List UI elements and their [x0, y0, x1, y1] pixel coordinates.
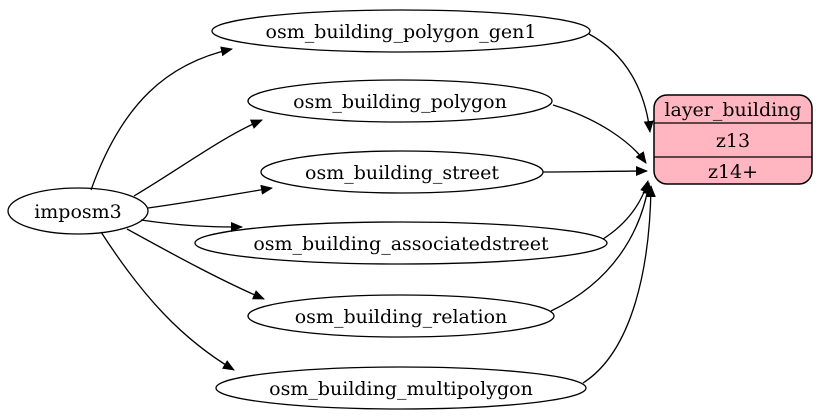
osm-building-relation-label: osm_building_relation	[295, 306, 508, 328]
osm-building-polygon-label: osm_building_polygon	[293, 91, 507, 113]
imposm3-ellipse	[7, 187, 149, 235]
edge-imposm3-to-osm-building-street	[147, 184, 273, 209]
layer-building-box	[653, 94, 813, 185]
node-osm-building-relation: osm_building_relation	[247, 294, 555, 338]
edge-osm-building-multipolygon-to-z14plus	[582, 185, 656, 384]
edge-osm-building-associatedstreet-to-z14plus	[602, 180, 650, 240]
edge-imposm3-to-osm-building-multipolygon	[100, 231, 235, 371]
osm-building-associatedstreet-ellipse	[194, 221, 608, 265]
osm-building-polygon-gen1-ellipse	[211, 9, 591, 53]
osm-building-associatedstreet-label: osm_building_associatedstreet	[253, 233, 549, 255]
edge-imposm3-to-osm-building-relation	[126, 228, 265, 300]
layer-building-title: layer_building	[664, 99, 801, 121]
edge-osm-building-polygon-to-z14plus	[552, 104, 647, 164]
edge-osm-building-relation-to-z14plus	[550, 182, 653, 312]
node-osm-building-polygon: osm_building_polygon	[247, 79, 553, 123]
osm-building-relation-ellipse	[247, 294, 555, 338]
edge-imposm3-to-osm-building-associatedstreet	[140, 219, 243, 232]
node-osm-building-associatedstreet: osm_building_associatedstreet	[194, 221, 608, 265]
osm-building-polygon-ellipse	[247, 79, 553, 123]
edge-imposm3-to-osm-building-polygon	[133, 119, 263, 197]
edge-imposm3-to-osm-building-polygon-gen1	[90, 46, 233, 191]
osm-building-polygon-gen1-label: osm_building_polygon_gen1	[266, 21, 537, 43]
node-layer-building: layer_building z13 z14+	[653, 94, 813, 185]
edge-osm-building-polygon-gen1-to-z13	[588, 33, 654, 133]
osm-building-street-label: osm_building_street	[305, 162, 499, 184]
node-osm-building-polygon-gen1: osm_building_polygon_gen1	[211, 9, 591, 53]
layer-building-row-z14plus: z14+	[708, 161, 758, 183]
osm-building-multipolygon-ellipse	[215, 366, 587, 410]
edge-osm-building-street-to-z14plus	[542, 166, 648, 177]
node-osm-building-multipolygon: osm_building_multipolygon	[215, 366, 587, 410]
node-osm-building-street: osm_building_street	[260, 150, 544, 194]
imposm3-label: imposm3	[34, 201, 122, 223]
osm-building-multipolygon-label: osm_building_multipolygon	[269, 378, 533, 400]
layer-building-row-z13: z13	[716, 130, 750, 152]
node-imposm3: imposm3	[7, 187, 149, 235]
